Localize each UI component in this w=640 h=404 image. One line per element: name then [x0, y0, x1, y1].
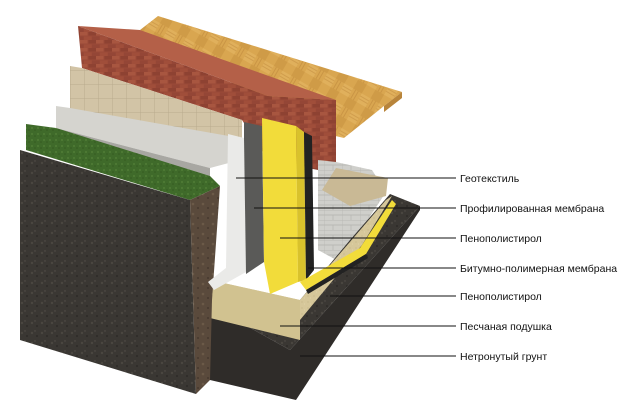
- label-undisturbed-soil: Нетронутый грунт: [460, 351, 547, 363]
- grass-top: [26, 124, 220, 200]
- bitumen-membrane-layer: [304, 132, 314, 280]
- bitumen-under: [306, 254, 368, 294]
- polystyrene-layer-1-side: [296, 126, 306, 282]
- profiled-membrane-layer: [244, 122, 264, 274]
- sand-front: [210, 280, 300, 340]
- brick-wall-top: [78, 26, 336, 100]
- floor-edge: [384, 92, 402, 112]
- tile-wall: [70, 66, 242, 140]
- label-bitumen-membrane: Битумно-полимерная мембрана: [460, 263, 617, 275]
- polystyrene-layer-2: [300, 200, 396, 290]
- label-polystyrene-2: Пенополистирол: [460, 291, 542, 303]
- label-geotextile: Геотекстиль: [460, 173, 520, 185]
- leader-lines: [236, 177, 456, 357]
- label-sand-cushion: Песчаная подушка: [460, 321, 552, 333]
- soil-side: [190, 186, 220, 394]
- geotextile-layer: [208, 134, 246, 290]
- soil-front: [20, 150, 196, 394]
- polystyrene-layer-1: [262, 118, 298, 294]
- label-polystyrene-1: Пенополистирол: [460, 233, 542, 245]
- soil-lower-band: [200, 206, 420, 400]
- labels: Геотекстиль Профилированная мембрана Пен…: [460, 173, 617, 363]
- label-profiled-membrane: Профилированная мембрана: [460, 203, 604, 215]
- paving-slab: [56, 106, 240, 168]
